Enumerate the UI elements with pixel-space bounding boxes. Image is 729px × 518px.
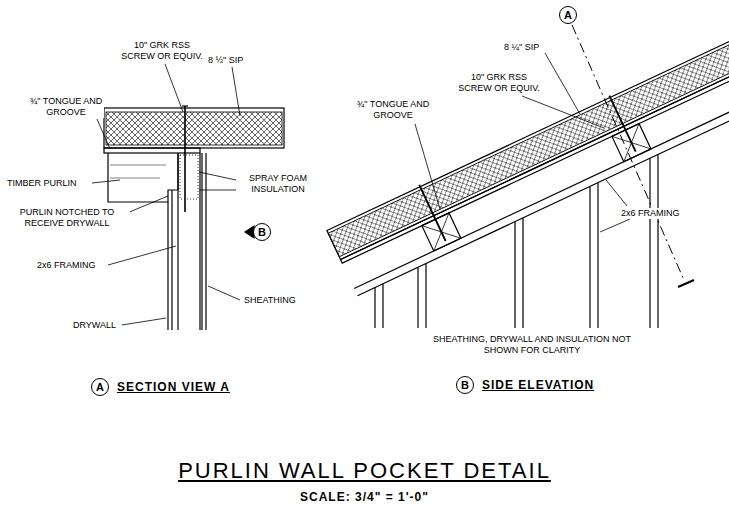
callout: SHEATHING xyxy=(243,295,297,306)
callout: 8 ¼" SIP xyxy=(503,42,540,53)
callout: TIMBER PURLIN xyxy=(6,178,78,189)
section-marker: B xyxy=(456,376,474,394)
callout: 2x6 FRAMING xyxy=(36,260,97,271)
view-title: SIDE ELEVATION xyxy=(481,378,595,392)
callout: ¾" TONGUE AND GROOVE xyxy=(352,99,434,121)
scale-note: SCALE: 3/4" = 1'-0" xyxy=(0,490,729,504)
callout: ¾" TONGUE AND GROOVE xyxy=(28,96,104,118)
callout: 10" GRK RSS SCREW OR EQUIV. xyxy=(453,72,545,94)
marker-letter: B xyxy=(461,380,469,391)
marker-letter: A xyxy=(564,10,572,21)
callout: DRYWALL xyxy=(72,320,117,331)
callout: 2x6 FRAMING xyxy=(620,208,681,219)
section-marker: B xyxy=(253,223,271,241)
note: SHEATHING, DRYWALL AND INSULATION NOT SH… xyxy=(418,334,646,356)
section-marker: A xyxy=(559,6,577,24)
callout: SPRAY FOAM INSULATION xyxy=(238,173,318,195)
marker-letter: A xyxy=(96,382,104,393)
marker-letter: B xyxy=(258,227,266,238)
drawing-title: PURLIN WALL POCKET DETAIL xyxy=(0,458,729,484)
section-marker: A xyxy=(91,378,109,396)
view-title: SECTION VIEW A xyxy=(116,380,231,394)
callout: PURLIN NOTCHED TO RECEIVE DRYWALL xyxy=(4,207,130,229)
callout: 8 ½" SIP xyxy=(207,55,244,66)
callout: 10" GRK RSS SCREW OR EQUIV. xyxy=(118,40,206,62)
